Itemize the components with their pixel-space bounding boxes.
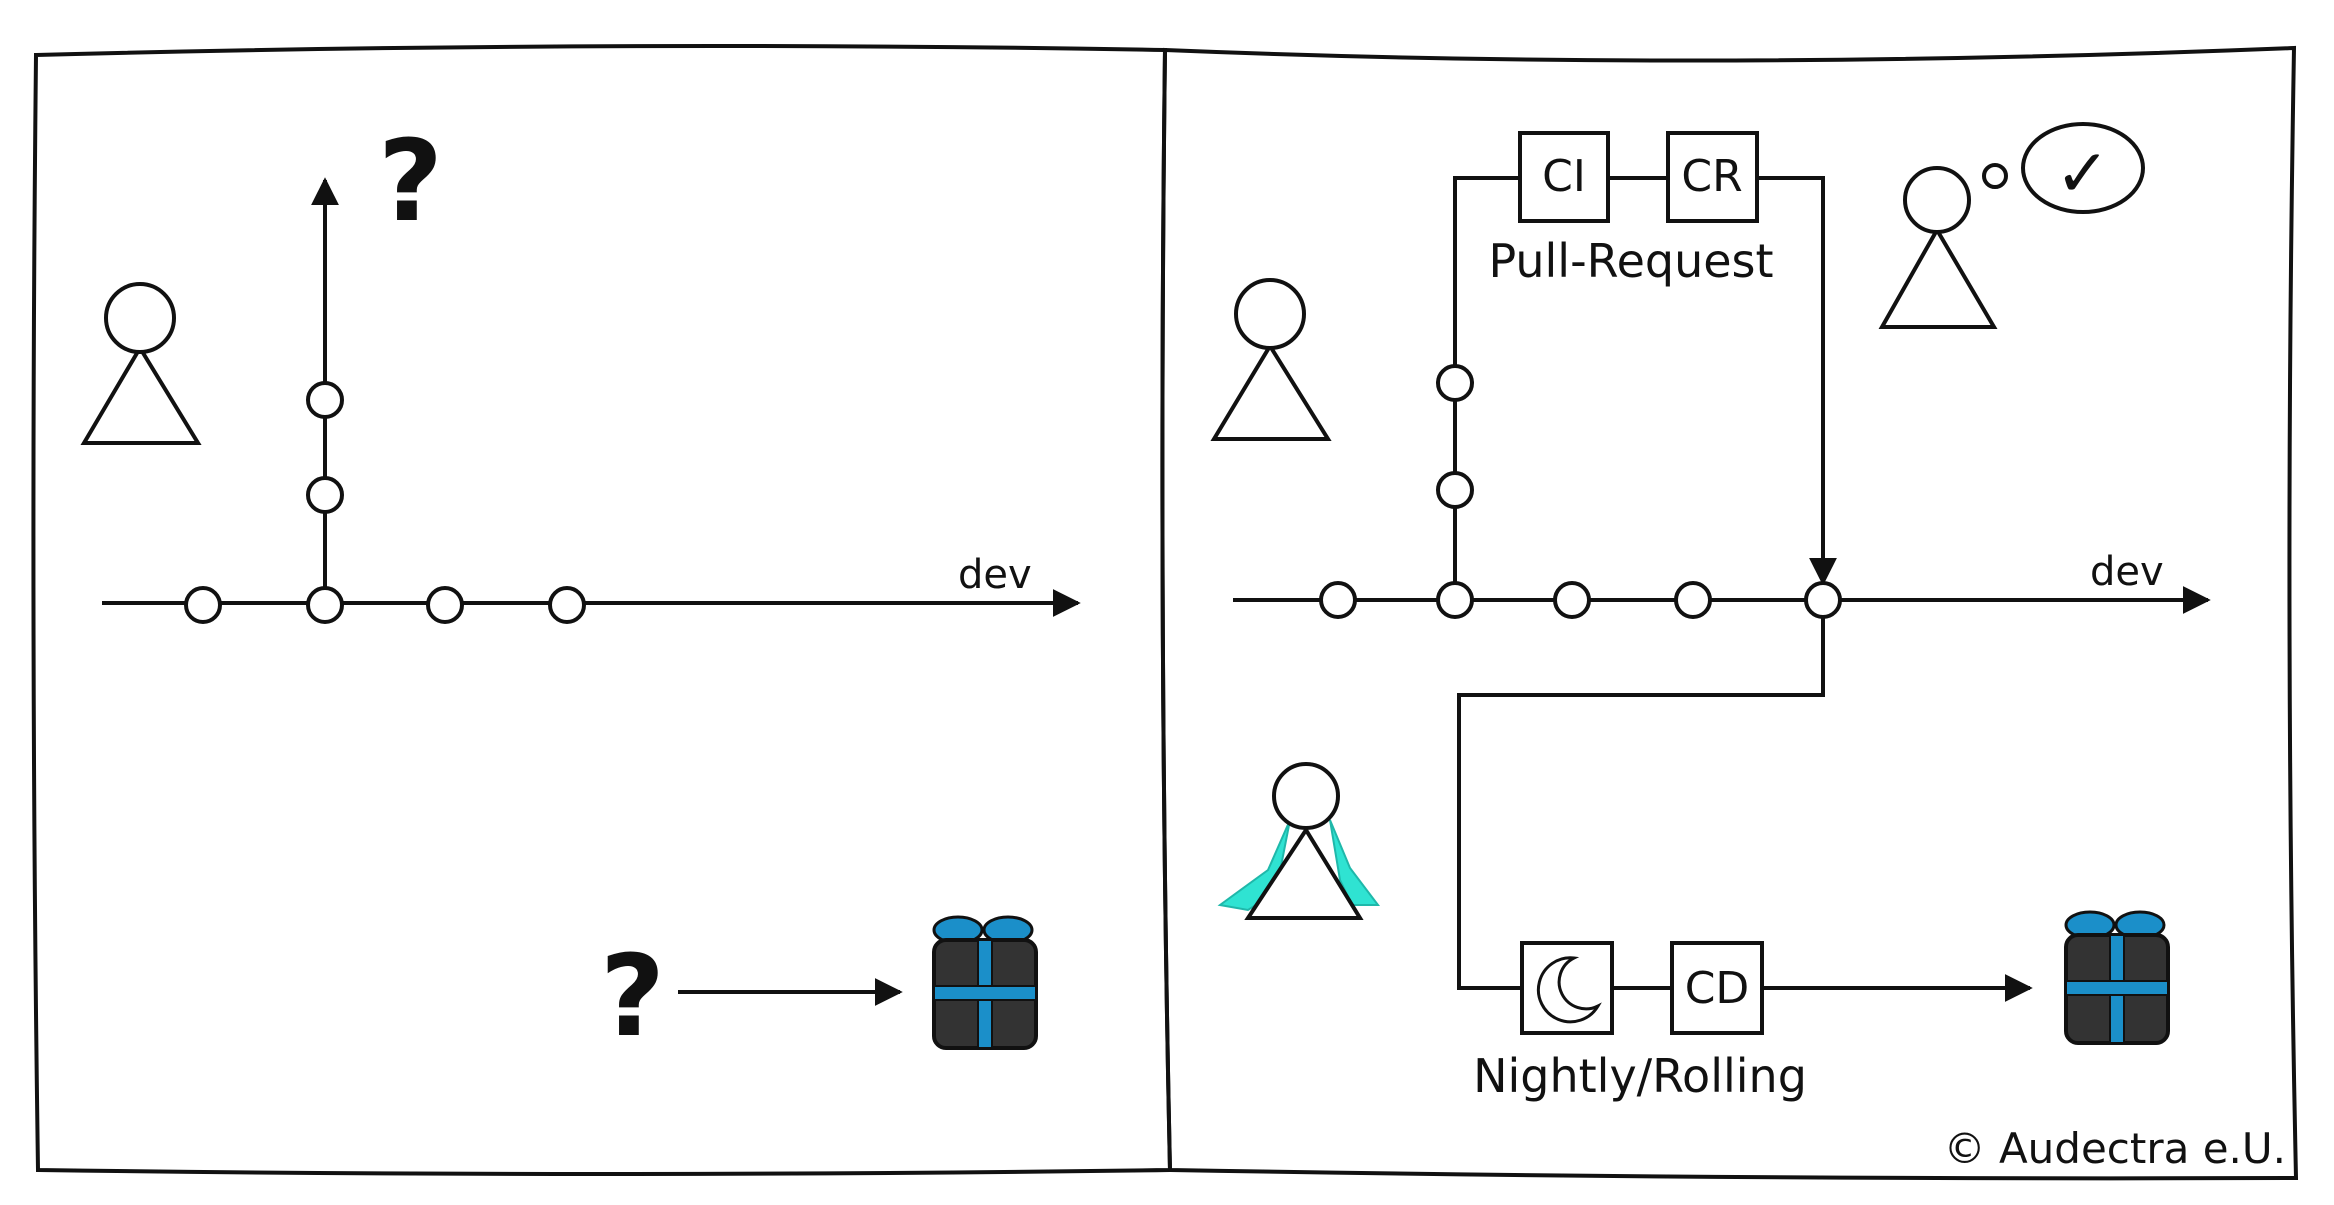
commit-node (306, 381, 344, 419)
cd-box (1670, 941, 1764, 1035)
person-icon (1210, 278, 1332, 441)
commit-node (306, 586, 344, 624)
commit-node (1553, 581, 1591, 619)
cd-label: CD (1685, 963, 1750, 1014)
right-panel: ✓ dev CI CR Pull-Request (1210, 122, 2286, 1173)
commit-node (1674, 581, 1712, 619)
commit-node (1436, 364, 1474, 402)
pull-request-path (1453, 176, 1520, 600)
left-panel: dev ? ? (80, 117, 1081, 1062)
ci-label: CI (1542, 151, 1586, 202)
hero-person-icon (1217, 762, 1381, 920)
dev-branch-label: dev (2090, 549, 2164, 595)
commit-node (1319, 581, 1357, 619)
question-mark-top: ? (378, 117, 443, 247)
gift-icon (932, 915, 1038, 1050)
commit-node (426, 586, 464, 624)
question-mark-bottom: ? (600, 932, 665, 1062)
commit-node (548, 586, 586, 624)
commit-node (184, 586, 222, 624)
cr-label: CR (1681, 151, 1742, 202)
commit-node (1436, 581, 1474, 619)
merge-commit-node (1804, 581, 1842, 619)
person-icon (80, 282, 202, 445)
dev-branch-label: dev (958, 552, 1032, 598)
right-panel-frame (1160, 45, 2299, 1181)
moon-icon (1536, 956, 1602, 1024)
pull-request-label: Pull-Request (1488, 234, 1773, 288)
cr-box (1666, 131, 1759, 223)
checkmark-icon: ✓ (2055, 135, 2110, 212)
merge-path (1757, 176, 1837, 586)
commit-node (306, 476, 344, 514)
ci-box (1518, 131, 1610, 223)
release-path (1457, 617, 1825, 990)
commit-node (1436, 471, 1474, 509)
gift-icon (2064, 910, 2170, 1045)
thought-bubble-icon (1982, 122, 2145, 214)
reviewer-person-icon (1878, 166, 1998, 329)
nightly-rolling-label: Nightly/Rolling (1473, 1049, 1807, 1103)
copyright-notice: © Audectra e.U. (1944, 1124, 2286, 1173)
